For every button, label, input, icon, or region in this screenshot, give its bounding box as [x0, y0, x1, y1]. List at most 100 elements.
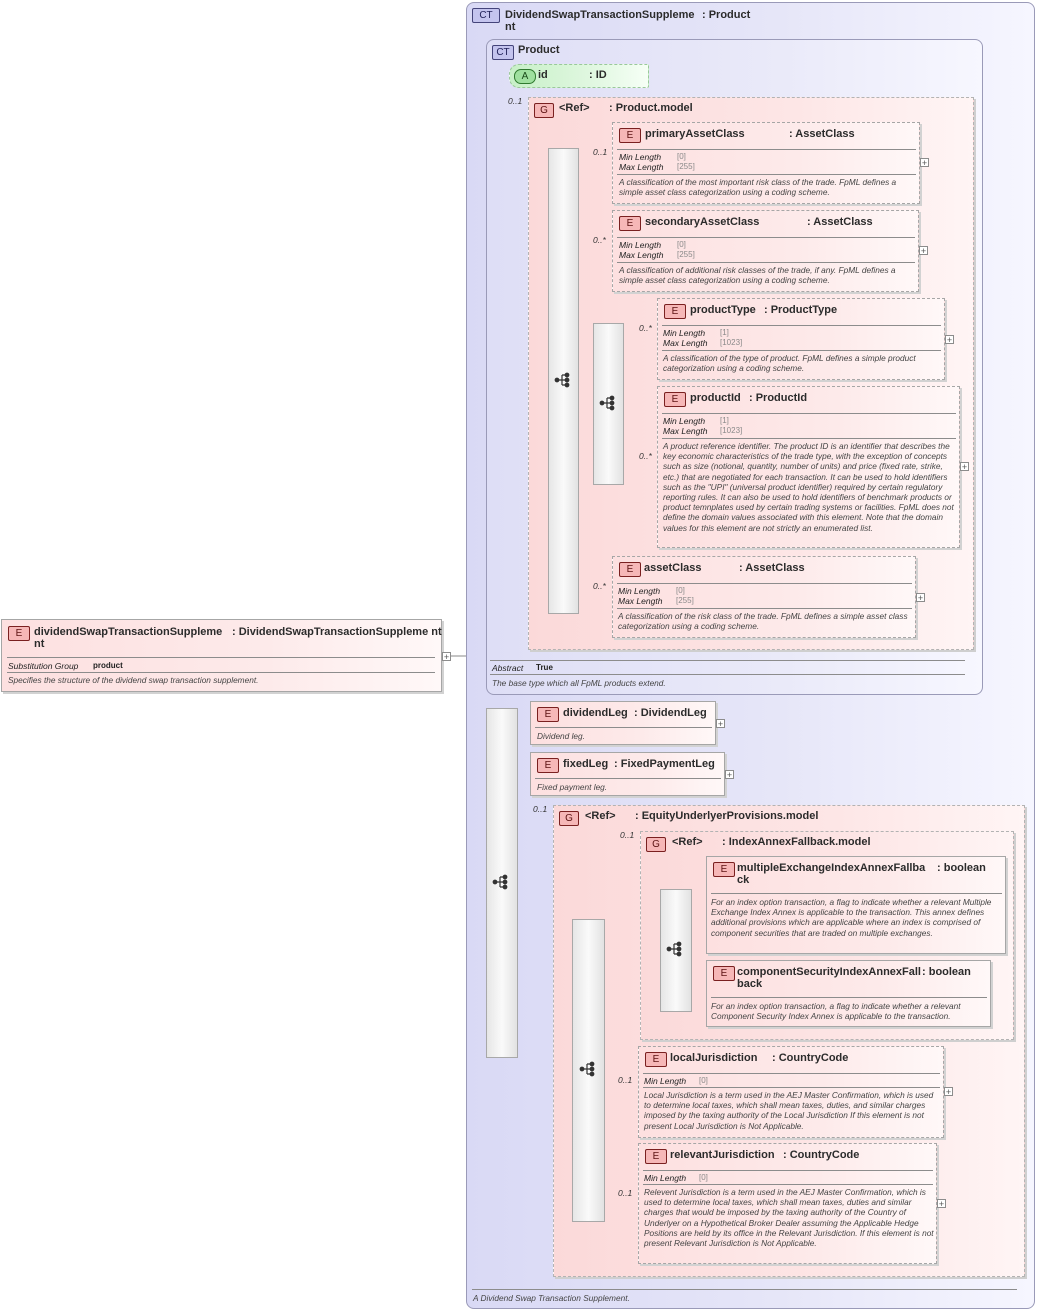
complex-type-badge: CT [472, 8, 500, 23]
element-name: fixedLeg [563, 758, 609, 770]
sequence-icon [492, 874, 508, 890]
element-badge: E [537, 707, 559, 722]
outer-type-name: DividendSwapTransactionSuppleme nt [505, 9, 695, 33]
group-badge: G [534, 103, 554, 118]
equity-sequence[interactable] [572, 919, 605, 1222]
product-model-occurrence: 0..1 [508, 96, 523, 106]
product-id-element[interactable]: E productId : ProductId Min Length [1] M… [657, 386, 960, 548]
element-description: A classification of the most important r… [619, 177, 897, 198]
attribute-name: id [538, 69, 548, 81]
element-name: productId [690, 392, 741, 404]
root-element-type: : DividendSwapTransactionSuppleme nt [232, 626, 442, 638]
group-badge: G [646, 837, 666, 852]
min-length-value: [0] [677, 240, 686, 249]
attribute-badge: A [514, 69, 536, 84]
multiple-exchange-element[interactable]: E multipleExchangeIndexAnnexFallba ck : … [706, 856, 1006, 954]
group-ref: <Ref> [672, 836, 703, 848]
expand-toggle[interactable]: + [916, 593, 925, 603]
expand-toggle[interactable]: + [937, 1199, 946, 1209]
expand-toggle[interactable]: + [945, 335, 954, 345]
asset-class-element[interactable]: E assetClass : AssetClass Min Length [0]… [612, 556, 916, 638]
min-length-value: [0] [699, 1076, 708, 1085]
product-type-name: Product [518, 44, 560, 56]
element-description: For an index option transaction, a flag … [711, 1001, 961, 1022]
relevant-jurisdiction-element[interactable]: E relevantJurisdiction : CountryCode Min… [638, 1143, 937, 1264]
product-id-occurrence: 0..* [639, 451, 652, 461]
min-length-label: Min Length [644, 1173, 687, 1183]
element-description: Dividend leg. [537, 731, 585, 741]
element-type: : CountryCode [772, 1052, 849, 1064]
index-group-occurrence: 0..1 [620, 830, 635, 840]
group-ref: <Ref> [559, 102, 590, 114]
primary-asset-class-element[interactable]: E primaryAssetClass : AssetClass Min Len… [612, 122, 920, 204]
element-description: Relevent Jurisdiction is a term used in … [644, 1187, 934, 1249]
main-sequence[interactable] [486, 708, 518, 1058]
element-type: : CountryCode [783, 1149, 860, 1161]
element-badge: E [619, 128, 641, 143]
expand-toggle[interactable]: + [725, 770, 734, 780]
abstract-value: True [536, 663, 553, 672]
element-description: Fixed payment leg. [537, 782, 608, 792]
root-element-box[interactable]: E dividendSwapTransactionSuppleme nt : D… [1, 619, 442, 692]
element-badge: E [645, 1149, 667, 1164]
max-length-value: [255] [677, 162, 695, 171]
min-length-value: [0] [676, 586, 685, 595]
max-length-label: Max Length [618, 596, 663, 606]
min-length-label: Min Length [644, 1076, 687, 1086]
fixed-leg-element[interactable]: E fixedLeg : FixedPaymentLeg Fixed payme… [530, 752, 725, 796]
max-length-value: [255] [676, 596, 694, 605]
expand-toggle[interactable]: + [960, 462, 969, 472]
id-attribute[interactable]: A id : ID [509, 64, 649, 88]
expand-toggle[interactable]: + [920, 158, 929, 168]
element-badge: E [619, 562, 641, 577]
expand-toggle[interactable]: + [919, 246, 928, 256]
element-badge: E [619, 216, 641, 231]
max-length-label: Max Length [663, 338, 708, 348]
root-expand-toggle[interactable]: + [442, 652, 451, 662]
expand-toggle[interactable]: + [944, 1087, 953, 1097]
local-jurisdiction-element[interactable]: E localJurisdiction : CountryCode Min Le… [638, 1046, 944, 1138]
element-name: productType [690, 304, 756, 316]
component-security-element[interactable]: E componentSecurityIndexAnnexFall back :… [706, 960, 991, 1027]
element-name: assetClass [644, 562, 702, 574]
element-type: : AssetClass [807, 216, 873, 228]
outer-type-base: : Product [702, 9, 751, 21]
abstract-label: Abstract [492, 663, 524, 673]
max-length-label: Max Length [663, 426, 708, 436]
element-badge: E [664, 304, 686, 319]
sequence-icon [579, 1061, 595, 1077]
product-model-sequence[interactable] [548, 148, 579, 614]
substitution-group-label: Substitution Group [8, 661, 79, 671]
product-type-element[interactable]: E productType : ProductType Min Length [… [657, 298, 945, 380]
element-badge: E [645, 1052, 667, 1067]
expand-toggle[interactable]: + [716, 719, 725, 729]
group-ref: <Ref> [585, 810, 616, 822]
index-sequence[interactable] [660, 889, 692, 1012]
dividend-leg-element[interactable]: E dividendLeg : DividendLeg Dividend leg… [530, 701, 716, 745]
element-type: : boolean [937, 862, 986, 874]
max-length-value: [1023] [720, 426, 743, 435]
element-name: componentSecurityIndexAnnexFall back [737, 966, 921, 990]
sequence-icon [554, 372, 570, 388]
group-badge: G [559, 811, 579, 826]
element-name: secondaryAssetClass [645, 216, 760, 228]
product-type-choice[interactable] [593, 323, 624, 485]
substitution-group-value: product [93, 661, 123, 670]
max-length-label: Max Length [619, 250, 664, 260]
max-length-value: [255] [677, 250, 695, 259]
outer-type-description: A Dividend Swap Transaction Supplement. [473, 1293, 630, 1303]
min-length-value: [1] [720, 416, 729, 425]
min-length-label: Min Length [619, 240, 662, 250]
group-name: : EquityUnderlyerProvisions.model [635, 810, 819, 822]
local-jurisdiction-occurrence: 0..1 [618, 1075, 633, 1085]
element-type: : ProductId [749, 392, 808, 404]
sequence-icon [666, 941, 682, 957]
max-length-value: [1023] [720, 338, 743, 347]
element-badge: E [713, 862, 735, 877]
element-name: primaryAssetClass [645, 128, 745, 140]
secondary-asset-class-element[interactable]: E secondaryAssetClass : AssetClass Min L… [612, 210, 919, 292]
min-length-value: [0] [677, 152, 686, 161]
min-length-label: Min Length [663, 416, 706, 426]
element-description: A classification of the type of product.… [663, 353, 916, 374]
choice-icon [599, 395, 615, 411]
